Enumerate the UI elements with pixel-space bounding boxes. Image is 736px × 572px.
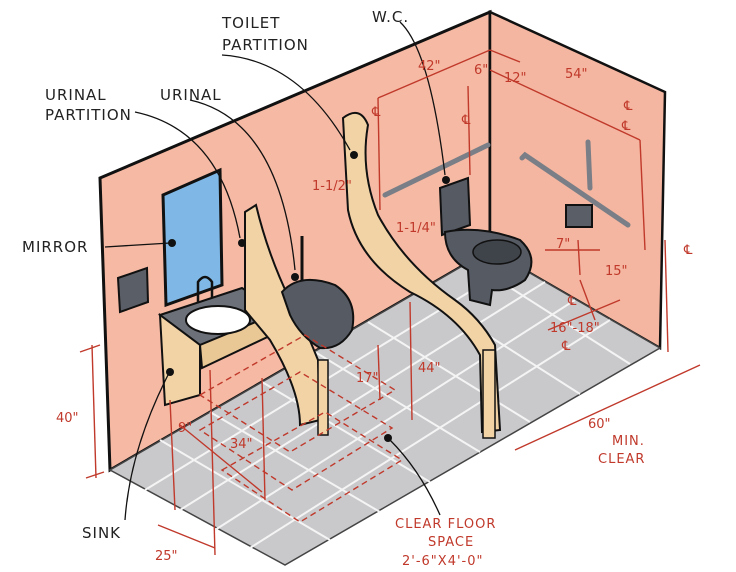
centerline-mark-2: ℄: [461, 113, 471, 128]
label-clear-floor-space-line2: SPACE: [428, 535, 474, 550]
clear-floor-space-sink: [198, 371, 394, 491]
centerline-mark-6: ℄: [567, 294, 577, 309]
dim-40: 40": [56, 411, 79, 426]
centerline-mark-1: ℄: [371, 105, 381, 120]
toilet-partition-post: [482, 349, 496, 439]
label-urinal-partition-line2: PARTITION: [45, 106, 132, 124]
label-leaders: [104, 21, 450, 521]
towel-dispenser: [116, 266, 150, 314]
centerline-mark-7: ℄: [561, 339, 571, 354]
dim-7: 7": [556, 237, 570, 252]
toilet-seat: [472, 239, 522, 265]
dim-1-1-4: 1-1/4": [396, 221, 436, 236]
dim-25: 25": [155, 549, 178, 564]
grab-bar-vertical: [585, 139, 593, 191]
label-clear-floor-space: CLEAR FLOOR: [395, 517, 496, 532]
label-mirror: MIRROR: [22, 238, 88, 256]
dim-9: 9": [178, 421, 192, 436]
centerline-mark-5: ℄: [683, 243, 693, 258]
dim-16-18: 16"-18": [550, 321, 600, 336]
dim-6: 6": [474, 63, 488, 78]
sink-basin: [185, 305, 251, 335]
dim-34: 34": [230, 437, 253, 452]
toilet-partition: [341, 111, 502, 434]
dim-12: 12": [504, 71, 527, 86]
dim-1-1-2: 1-1/2": [312, 179, 352, 194]
dim-42: 42": [418, 59, 441, 74]
label-toilet-partition-line2: PARTITION: [222, 36, 309, 54]
label-urinal: URINAL: [160, 86, 222, 104]
urinal-fixture: [280, 278, 355, 350]
dim-17: 17": [356, 371, 379, 386]
label-toilet-partition: TOILET: [221, 14, 280, 32]
dim-54: 54": [565, 67, 588, 82]
urinal-partition-post: [317, 359, 329, 436]
label-sink: SINK: [82, 524, 121, 542]
floor-tiles: [144, 261, 631, 549]
dimension-lines: [79, 49, 701, 556]
label-clear-floor-size: 2'-6"X4'-0": [402, 554, 483, 569]
label-min-clear: MIN.: [612, 434, 645, 449]
label-wc: W.C.: [372, 8, 409, 26]
dim-44: 44": [418, 361, 441, 376]
sink-faucet: [196, 275, 214, 302]
label-urinal-partition: URINAL: [45, 86, 107, 104]
label-min-clear-line2: CLEAR: [598, 452, 645, 467]
centerline-mark-4: ℄: [621, 119, 631, 134]
mirror: [161, 167, 224, 308]
grab-bar-rear: [382, 142, 491, 198]
toilet-paper-dispenser: [565, 204, 593, 228]
dim-60: 60": [588, 417, 611, 432]
centerline-mark-3: ℄: [623, 99, 633, 114]
clear-floor-space-urinal: [198, 334, 397, 453]
grab-bar-side: [519, 151, 631, 228]
dim-15: 15": [605, 264, 628, 279]
toilet-tank: [438, 176, 472, 237]
